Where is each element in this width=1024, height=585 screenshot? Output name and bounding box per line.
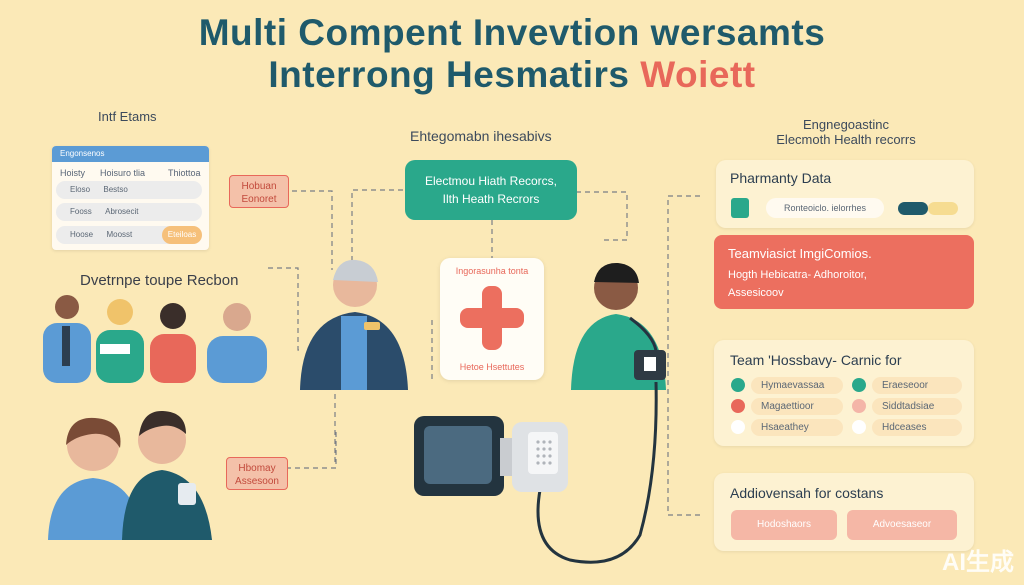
team-item-6[interactable]: Hdceases: [872, 419, 962, 436]
record-row-3[interactable]: Fooss Abrosecit: [56, 203, 202, 221]
team-item-4-dot: [852, 399, 866, 413]
team-section-card: Team 'Hossbavy- Carnic for Hymaevassaa E…: [714, 340, 974, 446]
right-top-label-line1: Engnegoastinc: [802, 117, 889, 132]
pharmacy-toggle-dark[interactable]: [898, 202, 928, 215]
team-item-3[interactable]: Magaettioor: [751, 398, 843, 415]
team-item-2-dot: [852, 378, 866, 392]
addio-button-2[interactable]: Advoesaseor: [847, 510, 957, 540]
team-card-line3: Assesicoov: [728, 287, 784, 299]
caregiver-couple-figures: [48, 410, 212, 540]
row1-col1: Hoisty: [60, 168, 86, 178]
record-badge: Eteiloas: [162, 226, 202, 244]
monitor-device: [414, 416, 568, 496]
ehr-line2: Ilth Heath Recrors: [442, 192, 540, 206]
row1-col2: Hoisuro tlia: [100, 168, 146, 178]
row3-col1: Fooss: [70, 207, 92, 216]
right-top-label-line2: Elecmoth Health recorrs: [776, 132, 916, 147]
addio-title: Addiovensah for costans: [730, 485, 884, 501]
records-panel-header: Engonsenos: [52, 146, 209, 162]
row3-col2: Abrosecit: [105, 207, 139, 216]
team-item-1[interactable]: Hymaevassaa: [751, 377, 843, 394]
addio-button-1[interactable]: Hodoshaors: [731, 510, 837, 540]
diagram-title-line2: Interrong Hesmatirs Woiett: [0, 54, 1024, 96]
records-panel-header-text: Engonsenos: [60, 149, 105, 158]
row2-col2: Bestso: [103, 185, 128, 194]
tag-bottom-left-line1: Hbomay: [238, 463, 276, 474]
cross-card-bottom-text: Hetoe Hsettutes: [459, 362, 525, 372]
team-item-3-dot: [731, 399, 745, 413]
health-cross-card[interactable]: Ingorasunha tonta Hetoe Hsettutes: [440, 258, 544, 380]
team-card-line2: Hogth Hebicatra- Adhoroitor,: [728, 269, 867, 281]
row4-col2: Moosst: [106, 230, 133, 239]
team-item-5-dot: [731, 420, 745, 434]
tag-top-left-line1: Hobuan: [241, 181, 277, 192]
addio-card: Addiovensah for costans Hodoshaors Advoe…: [714, 473, 974, 551]
tag-bottom-left-line2: Assesoon: [235, 476, 279, 487]
records-panel: Engonsenos Hoisty Hoisuro tlia Thiottoa …: [52, 146, 209, 250]
title-line2-main: Interrong Hesmatirs: [268, 54, 641, 95]
health-worker-figure: [571, 262, 666, 390]
record-row-2[interactable]: Eloso Bestso: [56, 181, 202, 199]
row1-col3: Thiottoa: [168, 168, 201, 178]
diagram-title-line1: Multi Compent Invevtion wersamts: [198, 12, 826, 53]
team-item-6-dot: [852, 420, 866, 434]
team-item-5[interactable]: Hsaeathey: [751, 419, 843, 436]
pharmacy-toggle-light[interactable]: [928, 202, 958, 215]
team-item-1-dot: [731, 378, 745, 392]
group-label: Dvetrnpe toupe Recbon: [80, 272, 239, 289]
team-section-title: Team 'Hossbavy- Carnic for: [730, 352, 902, 368]
pharmacy-doc-icon: [731, 198, 749, 218]
medical-cross-icon: [460, 286, 524, 350]
watermark: AI生成: [942, 549, 1014, 576]
cross-card-top-text: Ingorasunha tonta: [455, 266, 529, 276]
right-top-label: Engnegoastinc Elecmoth Health recorrs: [756, 117, 936, 147]
tag-top-left-line2: Eonoret: [241, 194, 277, 205]
team-item-4[interactable]: Siddtadsiae: [872, 398, 962, 415]
row2-col1: Eloso: [70, 185, 91, 194]
elderly-man-figure: [300, 259, 408, 390]
ehr-card[interactable]: Electmou Hiath Recorcs, Ilth Heath Recro…: [405, 160, 577, 220]
team-item-2[interactable]: Eraeseoor: [872, 377, 962, 394]
row4-col1: Hoose: [70, 230, 94, 239]
title-line2-accent: Woiett: [640, 54, 756, 95]
pharmacy-search-field[interactable]: Ronteoiclo. ielorrhes: [766, 198, 884, 218]
pharmacy-title: Pharmanty Data: [730, 170, 832, 186]
device-cable: [536, 381, 658, 564]
team-card-title: Teamviasict ImgiComios.: [728, 246, 872, 261]
staff-group-figures: [43, 295, 267, 383]
connector-lines: [268, 189, 700, 516]
left-panel-label: Intf Etams: [98, 109, 157, 124]
center-label: Ehtegomabn ihesabivs: [410, 128, 552, 144]
ehr-line1: Electmou Hiath Recorcs,: [424, 174, 558, 188]
pharmacy-card[interactable]: Pharmanty Data Ronteoiclo. ielorrhes: [716, 160, 974, 228]
team-card[interactable]: Teamviasict ImgiComios. Hogth Hebicatra-…: [714, 235, 974, 309]
